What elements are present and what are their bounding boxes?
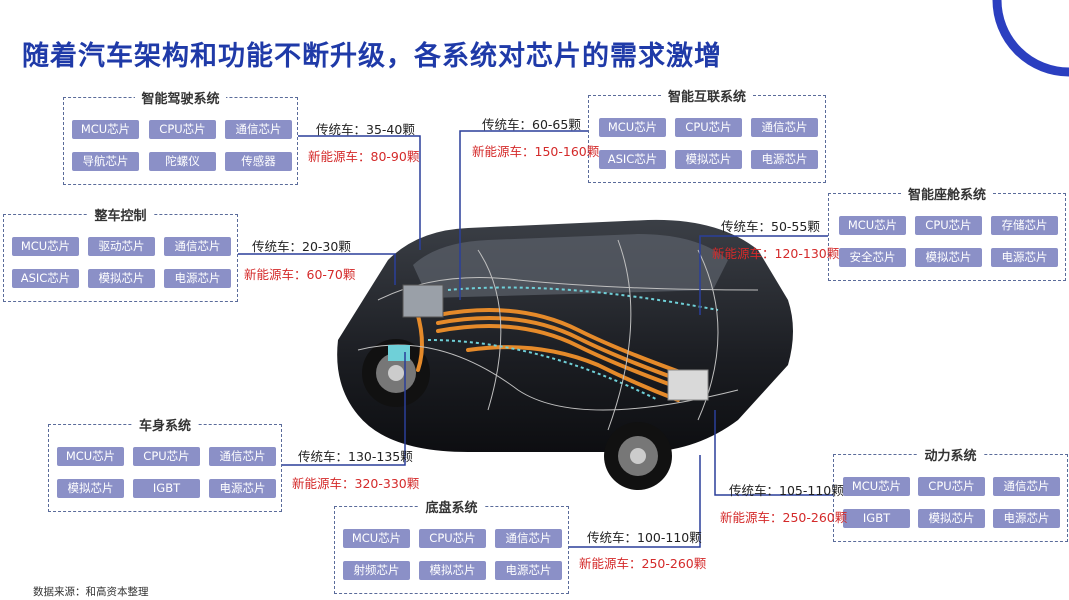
traditional-count-vehicle: 传统车：20-30颗 [252,239,351,254]
chip-tag: 模拟芯片 [915,248,982,267]
corner-arc-decoration [992,0,1069,77]
nev-count-vehicle: 新能源车：60-70颗 [244,267,356,282]
system-box-adas: 智能驾驶系统 MCU芯片 CPU芯片 通信芯片 导航芯片 陀螺仪 传感器 [63,92,298,185]
chip-tag: MCU芯片 [12,237,79,256]
chip-tag: 电源芯片 [991,248,1058,267]
chip-tag: 模拟芯片 [918,509,985,528]
chip-tag: CPU芯片 [915,216,982,235]
chip-tag: 安全芯片 [839,248,906,267]
nev-count-chassis: 新能源车：250-260颗 [579,556,707,571]
chip-tag: 通信芯片 [225,120,292,139]
system-box-body: 车身系统 MCU芯片 CPU芯片 通信芯片 模拟芯片 IGBT 电源芯片 [48,419,282,512]
traditional-count-connect: 传统车：60-65颗 [482,117,581,132]
chip-tag: 通信芯片 [993,477,1060,496]
traditional-count-cockpit: 传统车：50-55颗 [721,219,820,234]
system-box-power: 动力系统 MCU芯片 CPU芯片 通信芯片 IGBT 模拟芯片 电源芯片 [833,449,1068,542]
chip-tag: MCU芯片 [72,120,139,139]
system-title: 底盘系统 [419,501,484,516]
chip-tag: 电源芯片 [164,269,231,288]
system-title: 整车控制 [88,209,153,224]
nev-count-adas: 新能源车：80-90颗 [308,149,420,164]
chip-tag: 模拟芯片 [57,479,124,498]
chip-tag: 射频芯片 [343,561,410,580]
chip-tag: CPU芯片 [149,120,216,139]
data-source-note: 数据来源：和高资本整理 [33,586,149,598]
chip-tag: ASIC芯片 [599,150,666,169]
chip-tag: MCU芯片 [57,447,124,466]
car-illustration [337,219,793,490]
chip-tag: CPU芯片 [675,118,742,137]
traditional-count-body: 传统车：130-135颗 [298,449,413,464]
system-box-cockpit: 智能座舱系统 MCU芯片 CPU芯片 存储芯片 安全芯片 模拟芯片 电源芯片 [828,188,1066,281]
chip-tag: ASIC芯片 [12,269,79,288]
chip-tag: 模拟芯片 [675,150,742,169]
chip-tag: 模拟芯片 [419,561,486,580]
chip-tag: 通信芯片 [209,447,276,466]
chip-tag: 电源芯片 [495,561,562,580]
system-box-vehicle: 整车控制 MCU芯片 驱动芯片 通信芯片 ASIC芯片 模拟芯片 电源芯片 [3,209,238,302]
chip-tag: MCU芯片 [843,477,910,496]
chip-tag: 驱动芯片 [88,237,155,256]
chip-tag: IGBT [843,509,910,528]
page-title: 随着汽车架构和功能不断升级，各系统对芯片的需求激增 [22,41,722,72]
system-box-connect: 智能互联系统 MCU芯片 CPU芯片 通信芯片 ASIC芯片 模拟芯片 电源芯片 [588,90,826,183]
chip-tag: 电源芯片 [209,479,276,498]
chip-tag: CPU芯片 [918,477,985,496]
system-title: 动力系统 [918,449,983,464]
nev-count-cockpit: 新能源车：120-130颗 [712,246,840,261]
chip-tag: 传感器 [225,152,292,171]
chip-tag: 通信芯片 [164,237,231,256]
traditional-count-power: 传统车：105-110颗 [729,483,844,498]
system-title: 车身系统 [132,419,197,434]
chip-tag: 陀螺仪 [149,152,216,171]
chip-tag: MCU芯片 [839,216,906,235]
chip-tag: MCU芯片 [343,529,410,548]
chip-tag: MCU芯片 [599,118,666,137]
chip-tag: 存储芯片 [991,216,1058,235]
chip-tag: CPU芯片 [133,447,200,466]
chip-tag: IGBT [133,479,200,498]
system-title: 智能驾驶系统 [135,92,226,107]
nev-count-power: 新能源车：250-260颗 [720,510,848,525]
chip-tag: 电源芯片 [751,150,818,169]
nev-count-body: 新能源车：320-330颗 [292,476,420,491]
system-title: 智能互联系统 [661,90,752,105]
nev-count-connect: 新能源车：150-160颗 [472,144,600,159]
chip-tag: CPU芯片 [419,529,486,548]
system-title: 智能座舱系统 [901,188,992,203]
chip-tag: 导航芯片 [72,152,139,171]
traditional-count-adas: 传统车：35-40颗 [316,122,415,137]
chip-tag: 模拟芯片 [88,269,155,288]
system-box-chassis: 底盘系统 MCU芯片 CPU芯片 通信芯片 射频芯片 模拟芯片 电源芯片 [334,501,569,594]
chip-tag: 通信芯片 [751,118,818,137]
chip-tag: 电源芯片 [993,509,1060,528]
chip-tag: 通信芯片 [495,529,562,548]
traditional-count-chassis: 传统车：100-110颗 [587,530,702,545]
